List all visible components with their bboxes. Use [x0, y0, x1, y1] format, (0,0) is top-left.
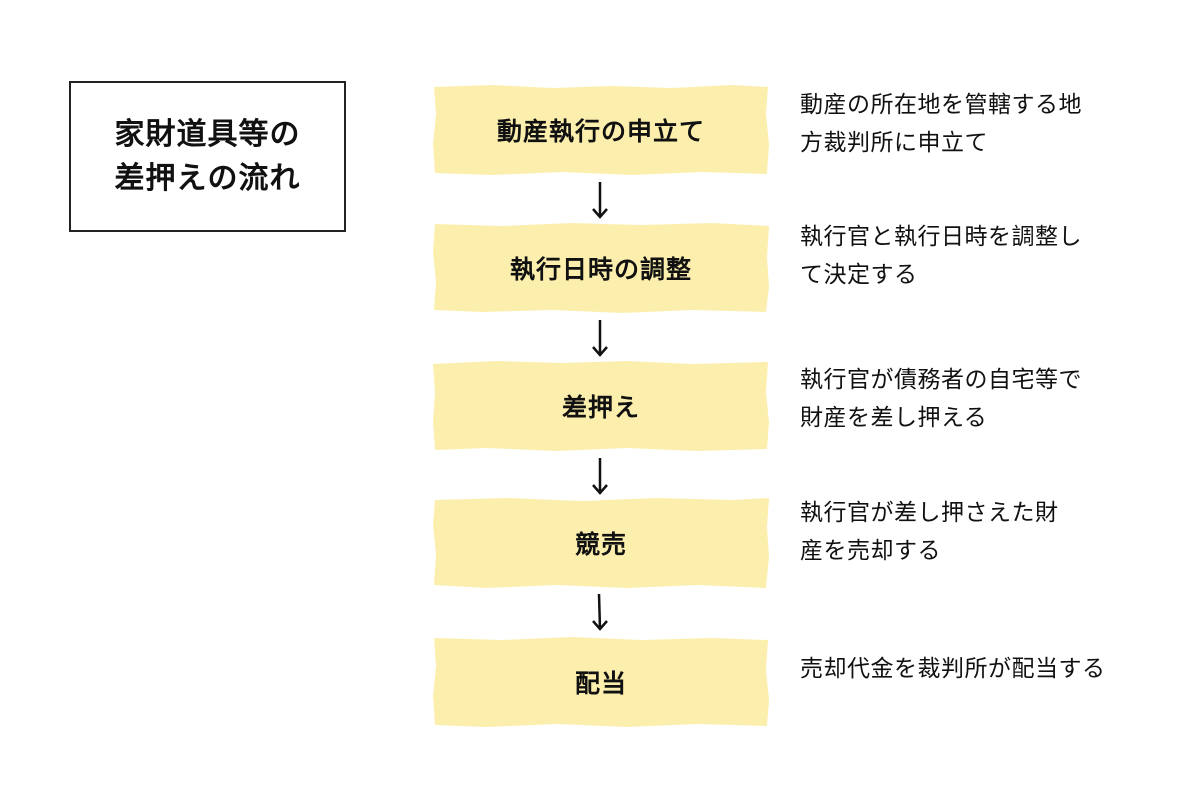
step-box-1: 動産執行の申立て — [432, 84, 770, 176]
step-description-5: 売却代金を裁判所が配当する — [800, 650, 1180, 688]
step-description-2-line-1: 執行官と執行日時を調整し — [800, 224, 1082, 250]
step-description-4: 執行官が差し押さえた財 産を売却する — [800, 494, 1180, 570]
step-description-1-line-2: 方裁判所に申立て — [800, 130, 988, 156]
step-background-1 — [433, 85, 769, 175]
step-background-2 — [433, 223, 769, 313]
step-description-4-line-1: 執行官が差し押さえた財 — [800, 500, 1059, 526]
step-description-4-line-2: 産を売却する — [800, 538, 941, 564]
step-label-1: 動産執行の申立て — [496, 117, 705, 146]
step-label-4: 競売 — [574, 530, 627, 559]
step-description-2: 執行官と執行日時を調整し て決定する — [800, 218, 1180, 294]
step-background-4 — [433, 498, 769, 588]
step-box-4: 競売 — [432, 497, 770, 589]
arrow-down-icon — [592, 593, 608, 631]
step-label-5: 配当 — [574, 669, 627, 698]
step-box-5: 配当 — [432, 636, 770, 728]
step-description-2-line-2: て決定する — [800, 262, 918, 288]
step-description-5-line-1: 売却代金を裁判所が配当する — [800, 656, 1106, 682]
step-label-3: 差押え — [561, 393, 640, 422]
step-description-3-line-1: 執行官が債務者の自宅等で — [800, 367, 1082, 393]
title-line-2: 差押えの流れ — [114, 160, 301, 196]
step-label-2: 執行日時の調整 — [509, 255, 692, 284]
arrow-down-icon — [592, 182, 608, 219]
step-description-3-line-2: 財産を差し押える — [800, 405, 988, 431]
step-box-3: 差押え — [432, 360, 770, 452]
title-line-1: 家財道具等の — [114, 116, 301, 152]
step-box-2: 執行日時の調整 — [432, 222, 770, 314]
step-description-1-line-1: 動産の所在地を管轄する地 — [800, 92, 1082, 118]
arrow-down-icon — [592, 320, 608, 357]
step-background-5 — [433, 637, 769, 727]
step-description-3: 執行官が債務者の自宅等で 財産を差し押える — [800, 361, 1180, 437]
step-description-1: 動産の所在地を管轄する地 方裁判所に申立て — [800, 86, 1180, 162]
step-background-3 — [433, 361, 769, 451]
title-box: 家財道具等の 差押えの流れ — [69, 81, 346, 232]
arrow-down-icon — [592, 458, 608, 495]
